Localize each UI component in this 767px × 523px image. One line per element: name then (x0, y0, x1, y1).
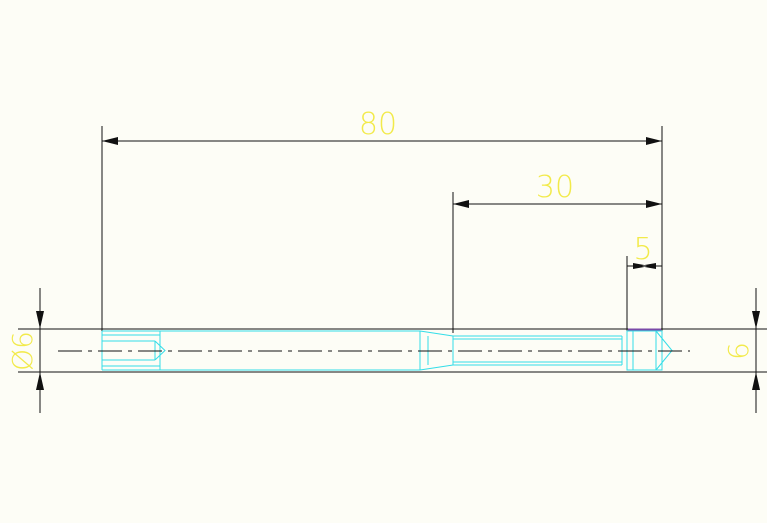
dim-text-30: 30 (536, 170, 574, 205)
dim-text-height-right: 6 (722, 342, 755, 360)
taper-bottom (419, 364, 454, 371)
taper-top (419, 330, 454, 337)
dim-arrow-dia-left (36, 311, 44, 390)
dim-text-5: 5 (633, 232, 652, 267)
part-outline (101, 330, 673, 371)
dim-text-diameter-left: Ø6 (6, 331, 39, 371)
bore-cone (154, 340, 166, 361)
dim-arrow-height-right (752, 311, 760, 390)
dimension-lines (36, 137, 760, 413)
dim-text-80: 80 (359, 107, 397, 142)
dim-arrow-5 (633, 263, 656, 269)
